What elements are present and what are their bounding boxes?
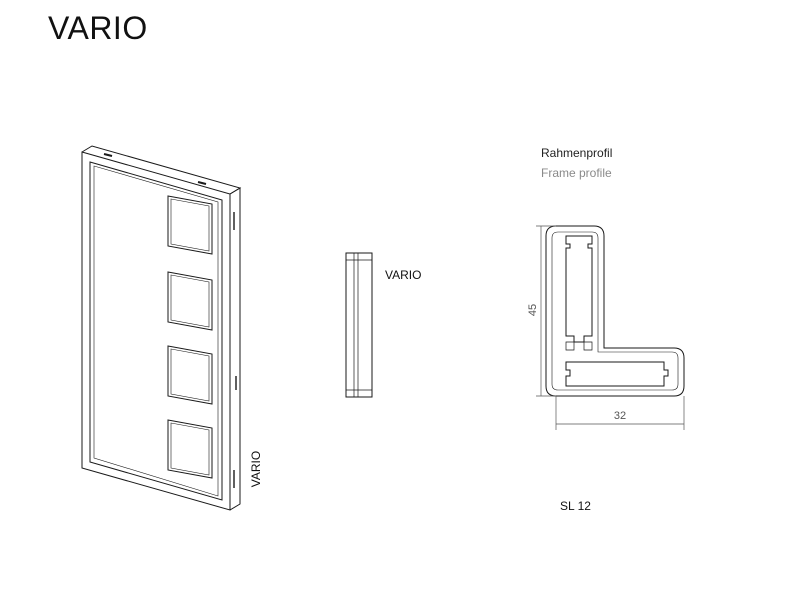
frame-clip-1 — [103, 153, 113, 157]
frame-right-depth — [229, 187, 241, 511]
panel-4 — [167, 419, 213, 479]
panel-1 — [167, 195, 213, 255]
page-title: VARIO — [48, 10, 148, 46]
profile-chamber-joint-2 — [583, 341, 593, 351]
panel-2 — [167, 271, 213, 331]
frame-inner-edge — [89, 161, 223, 501]
profile-outer-contour — [545, 225, 685, 397]
frame-view-label: VARIO — [249, 450, 263, 488]
side-view-label: VARIO — [385, 268, 422, 282]
frame-profile-label-de: Rahmenprofil — [541, 146, 613, 160]
panel-3 — [167, 345, 213, 405]
frame-perspective-view — [81, 145, 242, 511]
frame-top-depth — [81, 145, 242, 195]
dimension-lines — [536, 225, 685, 430]
frame-profile-label-en: Frame profile — [541, 166, 612, 180]
profile-chamber-vertical — [565, 235, 593, 343]
dimension-height-label: 45 — [527, 303, 539, 317]
frame-clip-2 — [197, 181, 207, 185]
dimension-width-label: 32 — [613, 410, 627, 422]
profile-inner-contour — [551, 231, 679, 391]
profile-code-label: SL 12 — [560, 499, 591, 513]
side-view-profile — [345, 252, 373, 398]
profile-chamber-joint — [565, 341, 575, 351]
profile-chamber-horizontal — [565, 361, 669, 387]
frame-inner-edge-2 — [93, 165, 219, 497]
frame-profile-section — [545, 225, 685, 397]
